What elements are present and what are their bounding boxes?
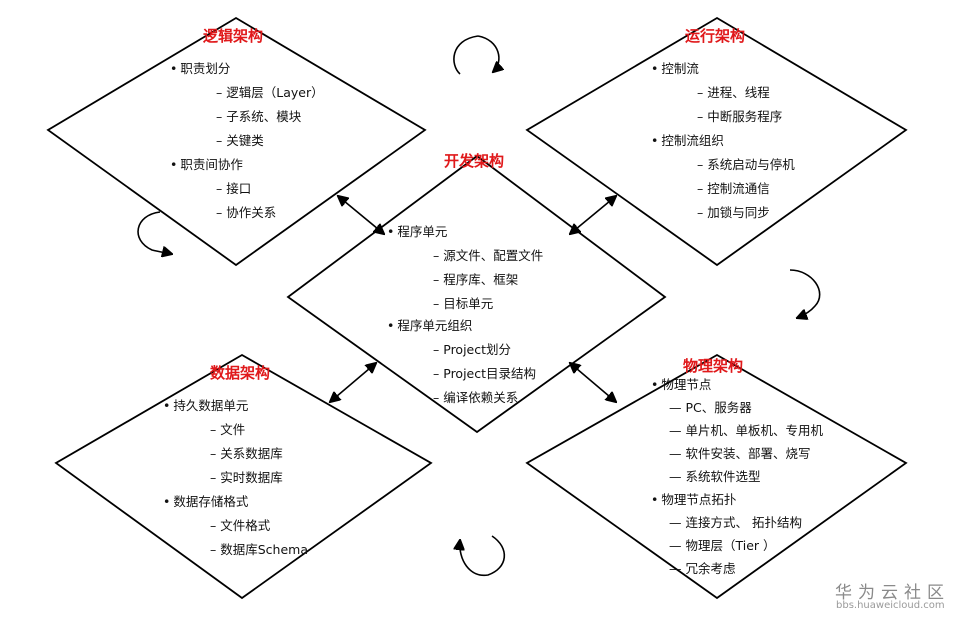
- watermark-brand: 华为云社区: [835, 583, 950, 603]
- physical-sub-redundancy: —冗余考虑: [669, 561, 736, 576]
- physical-view-diamond: [525, 353, 908, 600]
- logical-development-connector: [338, 196, 384, 234]
- data-sub-db-schema: –数据库Schema: [210, 542, 309, 557]
- logical-item-collaboration: 职责间协作: [170, 157, 243, 173]
- development-sub-libraries: –程序库、框架: [433, 272, 519, 287]
- logical-sub-interface: –接口: [216, 181, 252, 196]
- data-sub-relational-db: –关系数据库: [210, 446, 283, 461]
- physical-item-node: 物理节点: [651, 377, 711, 393]
- development-sub-target-unit: –目标单元: [433, 296, 494, 311]
- runtime-development-connector: [570, 196, 616, 234]
- physical-sub-connection: —连接方式、 拓扑结构: [669, 515, 802, 530]
- data-sub-files: –文件: [210, 422, 246, 437]
- physical-sub-tier: —物理层（Tier ）: [669, 538, 776, 553]
- physical-development-connector: [570, 363, 616, 402]
- runtime-view-title: 运行架构: [685, 27, 746, 45]
- data-development-connector: [330, 363, 376, 402]
- runtime-sub-isr: –中断服务程序: [697, 109, 783, 124]
- logical-item-responsibility: 职责划分: [170, 61, 230, 77]
- development-item-unit-org: 程序单元组织: [387, 318, 472, 334]
- runtime-sub-process-thread: –进程、线程: [697, 85, 770, 100]
- physical-item-topology: 物理节点拓扑: [651, 492, 736, 508]
- runtime-sub-communication: –控制流通信: [697, 181, 770, 196]
- logical-view-diamond: [46, 16, 427, 267]
- watermark-url: bbs.huaweicloud.com: [836, 600, 945, 611]
- logical-sub-subsystem: –子系统、模块: [216, 109, 302, 124]
- runtime-item-control-flow-org: 控制流组织: [651, 133, 724, 149]
- data-item-storage-format: 数据存储格式: [163, 494, 248, 510]
- runtime-item-control-flow: 控制流: [651, 61, 699, 77]
- runtime-sub-startup: –系统启动与停机: [697, 157, 795, 172]
- data-sub-file-format: –文件格式: [210, 518, 271, 533]
- development-sub-project-dirs: –Project目录结构: [433, 366, 537, 381]
- logical-sub-relationship: –协作关系: [216, 205, 277, 220]
- logical-sub-key-class: –关键类: [216, 133, 264, 148]
- bottom-cycle-arrow: [460, 535, 506, 576]
- top-cycle-arrow: [453, 35, 499, 74]
- development-item-program-unit: 程序单元: [387, 224, 447, 240]
- right-cycle-arrow: [789, 269, 821, 318]
- data-view-diamond: [54, 353, 433, 600]
- logical-view-title: 逻辑架构: [203, 27, 264, 45]
- development-view-title: 开发架构: [444, 152, 505, 170]
- data-sub-realtime-db: –实时数据库: [210, 470, 283, 485]
- physical-sub-embedded: —单片机、单板机、专用机: [669, 423, 824, 438]
- development-sub-build-deps: –编译依赖关系: [433, 390, 519, 405]
- left-cycle-arrow: [137, 211, 172, 254]
- physical-sub-install-deploy: —软件安装、部署、烧写: [669, 446, 811, 461]
- physical-sub-pc-server: —PC、服务器: [669, 400, 752, 415]
- logical-sub-layer: –逻辑层（Layer）: [216, 85, 324, 100]
- data-view-title: 数据架构: [210, 364, 271, 382]
- development-sub-project-division: –Project划分: [433, 342, 512, 357]
- physical-sub-system-software: —系统软件选型: [669, 469, 761, 484]
- data-item-persistent-units: 持久数据单元: [163, 398, 248, 414]
- development-sub-source-files: –源文件、配置文件: [433, 248, 544, 263]
- physical-view-title: 物理架构: [683, 357, 744, 375]
- runtime-sub-locking: –加锁与同步: [697, 205, 770, 220]
